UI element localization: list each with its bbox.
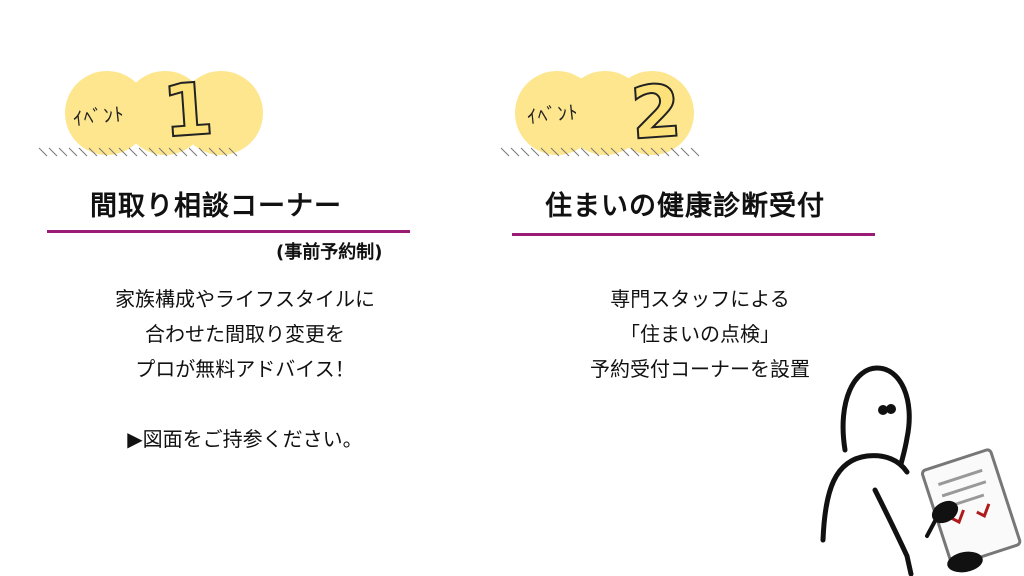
badge-circles-decoration [38,71,263,157]
person-with-clipboard-illustration [820,365,1022,576]
event-1-description-line: 家族構成やライフスタイルに [115,287,375,311]
eye-icon [886,404,896,414]
event-2-title-underline [512,233,875,236]
event-1-description-spacer [70,387,420,422]
event-2-description-line: 「住まいの点検」 [620,322,780,346]
event-1-badge-word: ｲﾍﾞﾝﾄ [72,103,126,131]
badge-circles-decoration [500,71,700,157]
event-1-description: 家族構成やライフスタイルに 合わせた間取り変更を プロが無料アドバイス！ ▶図面… [70,282,420,457]
event-2-badge-number: 2 [627,67,685,156]
event-2-description-line: 予約受付コーナーを設置 [590,357,810,381]
event-2-badge: ｲﾍﾞﾝﾄ 2 [497,67,727,168]
event-2-badge-word: ｲﾍﾞﾝﾄ [526,101,580,129]
event-2-description-line: 専門スタッフによる [610,287,790,311]
event-1-description-line: 合わせた間取り変更を [145,322,345,346]
event-1-reservation-note: (事前予約制) [276,242,383,263]
event-2-title: 住まいの健康診断受付 [545,191,825,222]
event-1-badge-number: 1 [159,65,217,154]
event-1-description-line: ▶図面をご持参ください。 [127,427,363,451]
event-1-description-line: プロが無料アドバイス！ [135,357,355,381]
event-2-description: 専門スタッフによる 「住まいの点検」 予約受付コーナーを設置 [525,282,875,387]
eye-icon [878,405,888,415]
event-1-badge: ｲﾍﾞﾝﾄ 1 [35,65,265,168]
event-1-title: 間取り相談コーナー [90,191,342,222]
event-1-title-underline [47,230,410,233]
